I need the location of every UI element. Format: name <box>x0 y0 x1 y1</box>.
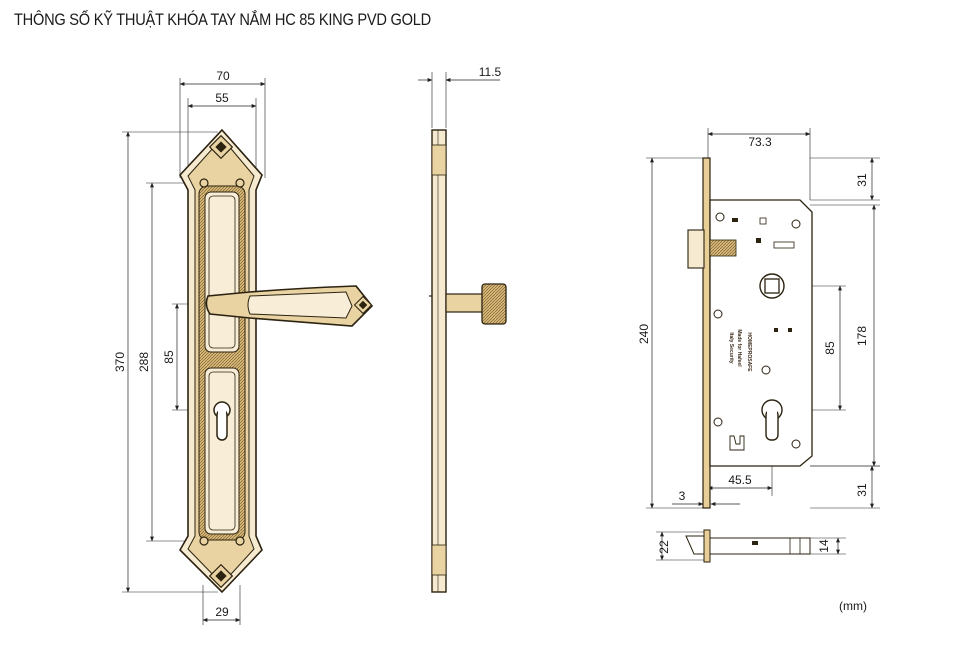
cylinder-hole <box>761 399 783 441</box>
dim-85-mortise-label: 85 <box>823 341 837 355</box>
mortise-faceplate <box>702 157 711 509</box>
mortise-side-section: 22 14 <box>656 529 846 563</box>
dim-240: 240 <box>637 157 710 509</box>
dim-55-label: 55 <box>215 91 229 105</box>
mortise-body <box>709 199 813 467</box>
dim-31-top: 31 <box>810 157 880 201</box>
lever-handle <box>205 285 374 327</box>
dim-11-5-label: 11.5 <box>479 65 502 79</box>
follower-hub <box>759 273 785 299</box>
dim-73-3: 73.3 <box>707 128 811 200</box>
dim-178-label: 178 <box>855 326 869 346</box>
dim-370: 370 <box>113 131 218 593</box>
brand-label-line2: Italy Security <box>728 332 734 363</box>
mortise-lock: 73.3 240 31 178 85 <box>637 128 880 563</box>
bottom-diamond <box>208 563 234 589</box>
dim-29-label: 29 <box>215 605 229 619</box>
keyhole <box>213 401 231 441</box>
dim-370-label: 370 <box>113 352 127 372</box>
dim-73-3-label: 73.3 <box>748 135 772 149</box>
handle-side-view: 11.5 <box>418 65 507 593</box>
dim-178: 178 <box>810 204 880 467</box>
dim-3: 3 <box>672 489 740 506</box>
page-title: THÔNG SỐ KỸ THUẬT KHÓA TAY NẮM HC 85 KIN… <box>14 10 431 29</box>
brand-text: HOMEPROSAFE <box>746 332 752 372</box>
brand-label-line1: Made for Hafeel <box>736 329 742 367</box>
dim-22-label: 22 <box>657 540 671 554</box>
dim-288-label: 288 <box>137 352 151 372</box>
dim-55: 55 <box>187 91 257 170</box>
top-diamond <box>208 134 234 160</box>
dim-85-front-label: 85 <box>162 350 176 364</box>
dim-11-5: 11.5 <box>418 65 502 128</box>
dim-70-label: 70 <box>216 69 230 83</box>
dim-70: 70 <box>179 69 266 178</box>
dim-31-bottom-label: 31 <box>855 483 869 497</box>
dim-45-5-label: 45.5 <box>728 473 752 487</box>
dim-3-label: 3 <box>679 489 686 503</box>
dim-14-label: 14 <box>817 539 831 553</box>
dim-31-bottom: 31 <box>810 465 880 509</box>
handle-front-view: 70 55 370 288 85 <box>113 69 374 625</box>
dim-240-label: 240 <box>637 324 651 344</box>
dim-31-top-label: 31 <box>855 173 869 187</box>
dim-45-5: 45.5 <box>707 440 773 496</box>
unit-note: (mm) <box>839 599 867 613</box>
dim-29: 29 <box>202 585 241 625</box>
